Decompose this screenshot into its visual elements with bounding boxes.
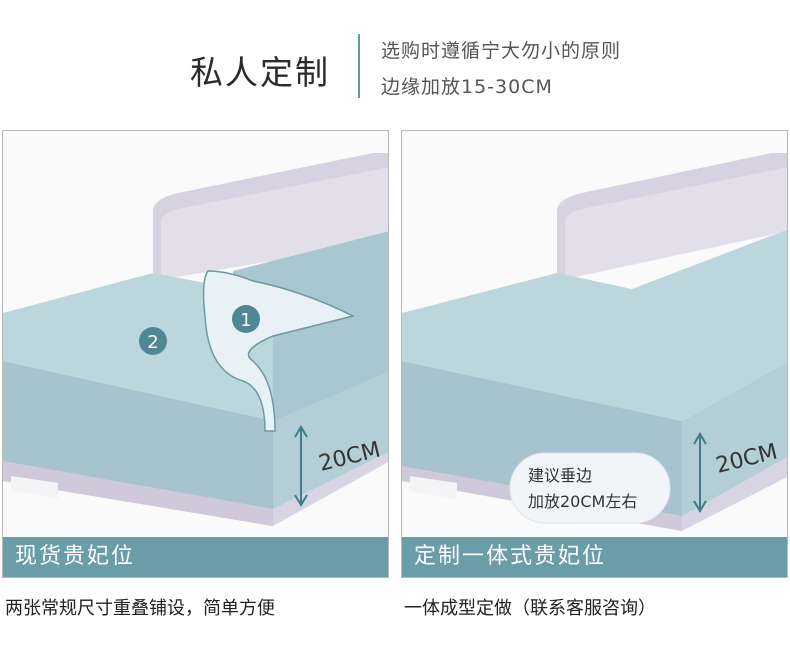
advice-bubble [509,452,671,524]
custom-chaise-illustration: 20CM 建议垂边 加放20CM左右 [402,153,787,531]
marker-1-label: 1 [240,310,251,331]
cover-one-piece-top [402,229,787,421]
cover-front-skirt [3,361,273,509]
header-subtitle-principle: 选购时遵循宁大勿小的原则 [381,40,622,62]
measure-arrow-up [294,425,308,438]
advice-bubble-line2: 加放20CM左右 [528,492,637,511]
caption-custom-chaise: 一体成型定做（联系客服咨询） [404,598,656,619]
band-custom-chaise: 定制一体式贵妃位 [402,537,787,577]
header: 私人定制 选购时遵循宁大勿小的原则 边缘加放15-30CM [0,0,790,120]
panel-standard-chaise: 1 2 20CM 现货贵妃位 [2,130,389,578]
marker-2-circle [139,327,167,355]
standard-chaise-illustration: 1 2 20CM [3,153,388,526]
advice-bubble-line1: 建议垂边 [528,466,592,485]
measure-arrow-up [693,432,707,445]
sofa-leg [11,476,58,499]
sofa-backrest [557,153,787,281]
sofa-backrest-shadow [557,153,787,281]
measure-arrow-down [693,500,707,513]
marker-1-circle [232,305,260,333]
measure-arrow-down [294,494,308,507]
panel-custom-chaise: 20CM 建议垂边 加放20CM左右 定制一体式贵妃位 [401,130,788,578]
cover-one-piece-side [682,362,787,516]
page-title: 私人定制 [190,53,330,92]
header-divider [358,34,360,98]
sofa-leg [410,476,457,499]
caption-standard-chaise: 两张常规尺寸重叠铺设，简单方便 [5,598,275,619]
band-standard-chaise: 现货贵妃位 [3,537,388,577]
sofa-backrest-shadow [153,153,388,281]
marker-2-label: 2 [147,332,158,353]
header-subtitle-margin: 边缘加放15-30CM [381,76,553,98]
